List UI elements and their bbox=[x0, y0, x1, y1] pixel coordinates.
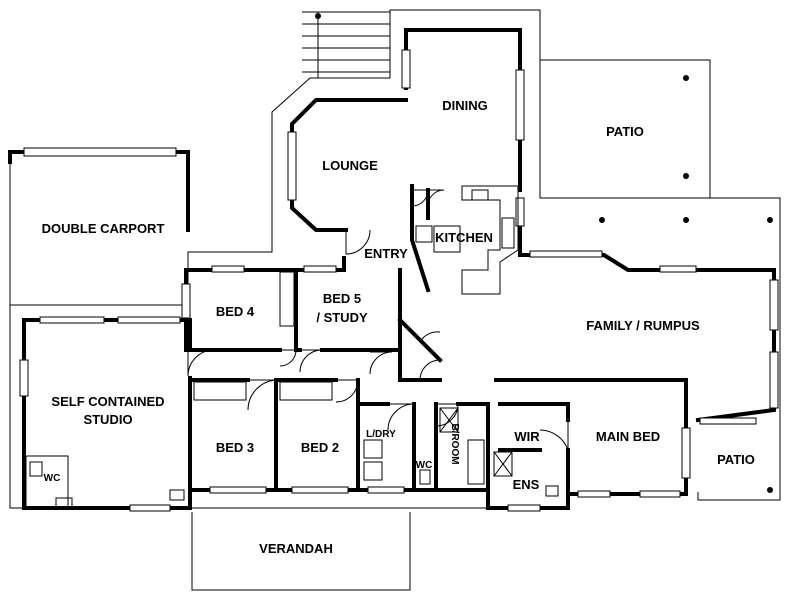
window bbox=[287, 131, 297, 201]
windows bbox=[19, 49, 779, 512]
posts bbox=[315, 13, 773, 493]
label-entry: ENTRY bbox=[364, 246, 408, 261]
pantry-door bbox=[411, 189, 429, 207]
wardrobe bbox=[279, 381, 333, 401]
window bbox=[129, 504, 171, 512]
label-bed5-line1: BED 5 bbox=[323, 291, 361, 306]
label-studio-line1: SELF CONTAINED bbox=[51, 394, 164, 409]
bed2-door bbox=[335, 379, 359, 403]
oven bbox=[433, 225, 461, 253]
toilet bbox=[419, 469, 431, 485]
linen-door bbox=[419, 331, 441, 361]
studio-door bbox=[187, 349, 215, 377]
window bbox=[291, 486, 349, 494]
window bbox=[639, 490, 681, 498]
window bbox=[507, 504, 541, 512]
label-family: FAMILY / RUMPUS bbox=[586, 318, 700, 333]
label-bed2: BED 2 bbox=[301, 440, 339, 455]
outline-thin bbox=[9, 9, 781, 591]
label-patio-right: PATIO bbox=[717, 452, 755, 467]
label-lounge: LOUNGE bbox=[322, 158, 378, 173]
toilet bbox=[545, 485, 559, 497]
window bbox=[769, 351, 779, 409]
toilet bbox=[29, 461, 43, 477]
label-ensuite: ENS bbox=[513, 477, 540, 492]
window bbox=[699, 417, 757, 425]
label-verandah: VERANDAH bbox=[259, 541, 333, 556]
cupboard-door-2 bbox=[419, 359, 441, 381]
bed5-door bbox=[299, 349, 323, 373]
window bbox=[515, 69, 525, 141]
wardrobe bbox=[193, 381, 247, 401]
wardrobe bbox=[279, 271, 295, 327]
cupboard-door bbox=[369, 351, 393, 375]
room-labels: DOUBLE CARPORT LOUNGE DINING PATIO ENTRY… bbox=[42, 98, 755, 556]
window bbox=[39, 316, 105, 324]
cooktop bbox=[501, 217, 515, 249]
window bbox=[515, 197, 525, 227]
kitchen-bench bbox=[461, 185, 519, 295]
laundry-door bbox=[387, 403, 415, 431]
label-dining: DINING bbox=[442, 98, 488, 113]
fixtures bbox=[25, 185, 559, 509]
label-wc-studio: WC bbox=[44, 473, 61, 484]
window bbox=[117, 316, 181, 324]
window bbox=[23, 147, 177, 157]
doors bbox=[187, 189, 569, 451]
window bbox=[769, 279, 779, 331]
window bbox=[681, 427, 691, 479]
window bbox=[209, 486, 267, 494]
label-studio-line2: STUDIO bbox=[83, 412, 132, 427]
shower bbox=[439, 407, 459, 433]
label-wc-mid: WC bbox=[416, 460, 433, 471]
entry-door bbox=[345, 229, 371, 255]
window bbox=[181, 283, 191, 319]
shower bbox=[493, 451, 513, 477]
label-laundry: L/DRY bbox=[366, 429, 396, 440]
sink bbox=[169, 489, 185, 501]
bath bbox=[467, 439, 485, 485]
window bbox=[401, 49, 411, 89]
label-bathroom: B/ROOM bbox=[449, 423, 460, 464]
window bbox=[577, 490, 611, 498]
bed4-door bbox=[279, 349, 297, 367]
window bbox=[367, 486, 405, 494]
ensuite-door bbox=[539, 420, 569, 451]
sink bbox=[471, 189, 489, 201]
window bbox=[19, 359, 29, 397]
label-double-carport: DOUBLE CARPORT bbox=[42, 221, 165, 236]
window bbox=[529, 250, 603, 258]
bed3-door bbox=[247, 379, 279, 411]
window bbox=[211, 265, 245, 273]
label-bed4: BED 4 bbox=[216, 304, 255, 319]
fridge bbox=[415, 225, 433, 243]
label-patio-top: PATIO bbox=[606, 124, 644, 139]
laundry-tub bbox=[363, 439, 383, 459]
label-bed5-line2: / STUDY bbox=[316, 310, 368, 325]
pantry-door-2 bbox=[427, 189, 445, 207]
wc-partition bbox=[25, 455, 69, 509]
washing-machine bbox=[363, 461, 383, 481]
window bbox=[659, 265, 697, 273]
label-kitchen: KITCHEN bbox=[435, 230, 493, 245]
window bbox=[303, 265, 337, 273]
label-main-bed: MAIN BED bbox=[596, 429, 660, 444]
label-bed3: BED 3 bbox=[216, 440, 254, 455]
label-wir: WIR bbox=[514, 429, 540, 444]
